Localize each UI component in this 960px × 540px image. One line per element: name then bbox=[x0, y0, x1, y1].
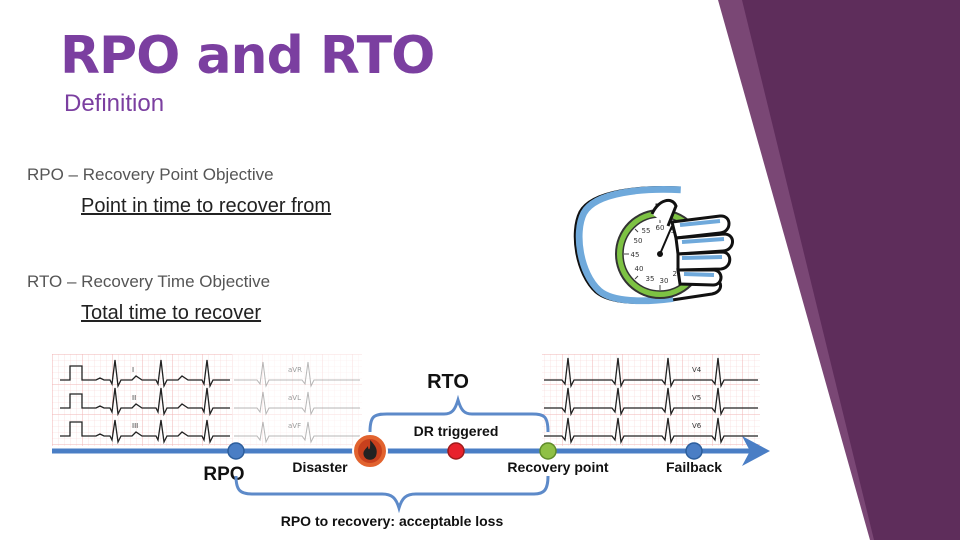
acceptable-loss-caption: RPO to recovery: acceptable loss bbox=[281, 513, 504, 529]
stopwatch-number: 50 bbox=[634, 237, 643, 245]
ecg-lead-label: aVL bbox=[288, 394, 301, 402]
failback-label: Failback bbox=[666, 459, 722, 475]
recovery-timeline-diagram: I II III aVR aVL aVF V4 V5 V6 RTO DR tri… bbox=[52, 354, 770, 529]
rto-diagram-label: RTO bbox=[427, 371, 469, 393]
ecg-lead-label: V6 bbox=[692, 422, 702, 430]
stopwatch-number: 60 bbox=[656, 224, 665, 232]
ecg-lead-label: V5 bbox=[692, 394, 701, 402]
disaster-label: Disaster bbox=[292, 459, 348, 475]
stopwatch-number: 35 bbox=[646, 275, 655, 283]
dr-triggered-label: DR triggered bbox=[414, 423, 499, 439]
stopwatch-number: 30 bbox=[660, 277, 669, 285]
dr-triggered-point bbox=[447, 442, 465, 460]
ecg-strip-middle bbox=[232, 354, 362, 446]
rto-label: RTO – Recovery Time Objective bbox=[27, 272, 271, 291]
rpo-point bbox=[227, 442, 245, 460]
rpo-label: RPO – Recovery Point Objective bbox=[27, 165, 274, 184]
acceptable-loss-brace bbox=[234, 475, 550, 514]
rpo-point-label: RPO bbox=[203, 464, 244, 485]
ecg-lead-label: aVF bbox=[288, 422, 301, 430]
slide-title: RPO and RTO bbox=[60, 26, 435, 86]
recovery-point-marker bbox=[539, 442, 557, 460]
stopwatch-number: 40 bbox=[635, 265, 644, 273]
rto-definition: Total time to recover bbox=[81, 302, 262, 324]
ecg-lead-label: I bbox=[132, 366, 134, 374]
ecg-lead-label: II bbox=[132, 394, 136, 402]
ecg-lead-label: V4 bbox=[692, 366, 702, 374]
timeline-arrowhead bbox=[742, 436, 770, 466]
rto-brace bbox=[368, 394, 550, 433]
recovery-point-label: Recovery point bbox=[507, 459, 608, 475]
failback-point bbox=[685, 442, 703, 460]
hand-stopwatch-illustration: 60 5 10 55 50 45 40 35 30 25 bbox=[573, 186, 734, 305]
ecg-lead-label: aVR bbox=[288, 366, 302, 374]
ecg-lead-label: III bbox=[132, 422, 138, 430]
disaster-point bbox=[352, 433, 388, 469]
rpo-definition: Point in time to recover from bbox=[81, 195, 332, 217]
stopwatch-number: 55 bbox=[642, 227, 651, 235]
stopwatch-number: 25 bbox=[673, 270, 682, 278]
stopwatch-number: 45 bbox=[631, 251, 640, 259]
slide-subtitle: Definition bbox=[64, 90, 165, 117]
ecg-strip-right bbox=[542, 354, 760, 446]
